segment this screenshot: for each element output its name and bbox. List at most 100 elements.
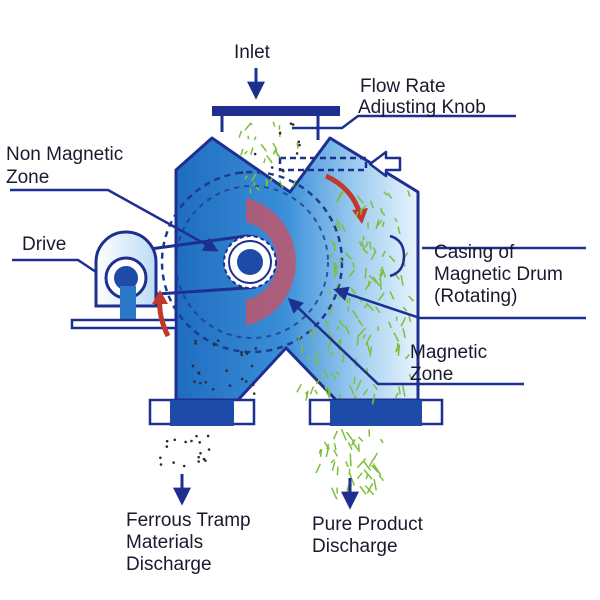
particle [292,179,297,187]
particle [159,456,162,460]
magnet-segment [246,198,296,326]
particle [313,351,320,360]
particle [369,241,372,250]
particle [306,356,311,361]
particle [349,385,355,395]
particle [372,452,378,461]
particle [400,317,407,327]
particle [244,380,248,383]
label-non-magnetic: Non Magnetic [6,144,123,165]
particle [165,439,169,443]
particle [338,319,345,328]
particle [357,319,364,327]
label-flow-rate: Flow Rate [360,76,446,97]
particle [381,221,385,228]
particle [372,383,379,391]
particle [243,150,248,155]
particle [315,463,321,474]
particle [197,455,200,459]
particle [369,346,373,357]
particle [351,441,361,453]
particle [270,166,274,169]
particle [356,334,360,346]
particle [367,280,371,287]
particle [197,372,201,375]
particle [342,353,345,363]
particle [344,325,350,335]
particle [368,274,377,284]
particle [334,262,339,270]
particle [315,376,322,385]
particle [370,464,379,474]
particle [336,192,342,204]
particle [363,460,372,471]
particle [323,369,329,379]
particle [353,395,358,400]
particle [388,255,396,263]
label-casing-rotating: (Rotating) [434,286,517,307]
label-ferrous-discharge: Discharge [126,554,212,575]
particle [240,171,244,174]
particle [338,394,342,399]
particle [340,428,347,441]
particle [330,372,337,380]
particle [278,131,282,135]
particle [356,472,363,480]
particle [241,377,244,381]
particle [369,200,374,209]
particle [365,302,375,312]
particle [364,267,367,279]
particle [329,351,335,357]
particle [308,328,313,334]
housing-body [174,136,420,402]
particle [244,175,249,180]
particle [238,130,243,138]
particle [356,458,367,469]
particle [305,390,309,401]
particle [225,369,228,373]
particle [395,343,400,353]
particle [341,224,346,233]
flow-rate-gate [278,156,368,172]
particle [324,386,328,391]
particle [380,210,386,217]
particle [408,315,412,323]
particle [373,465,382,476]
drive-motor [70,230,178,330]
particle [204,380,208,384]
particle [364,241,369,248]
particle [370,250,377,261]
particle [350,287,357,295]
particle [366,342,371,354]
particle [402,306,408,312]
particle [331,461,336,471]
particle [346,431,355,443]
particle [324,319,330,328]
particle [395,274,400,280]
particle [376,219,383,228]
particle [387,192,393,199]
particle [206,434,210,438]
particle [351,262,355,268]
particle [401,385,406,397]
particle [250,364,254,368]
particle [363,469,373,480]
particle [338,292,341,299]
particle [404,354,410,360]
particle [244,123,252,131]
particle [309,386,315,395]
product-particles [238,121,415,500]
particle [182,464,186,468]
particle [379,278,382,290]
particle [333,265,336,278]
label-magnetic-zone: Zone [410,364,453,385]
particle [297,140,301,144]
particle [359,485,367,495]
particle [198,441,202,444]
label-ferrous: Ferrous Tramp [126,510,251,531]
particle [400,275,404,286]
particle [383,191,389,197]
particle [274,150,282,159]
particle [336,487,339,494]
